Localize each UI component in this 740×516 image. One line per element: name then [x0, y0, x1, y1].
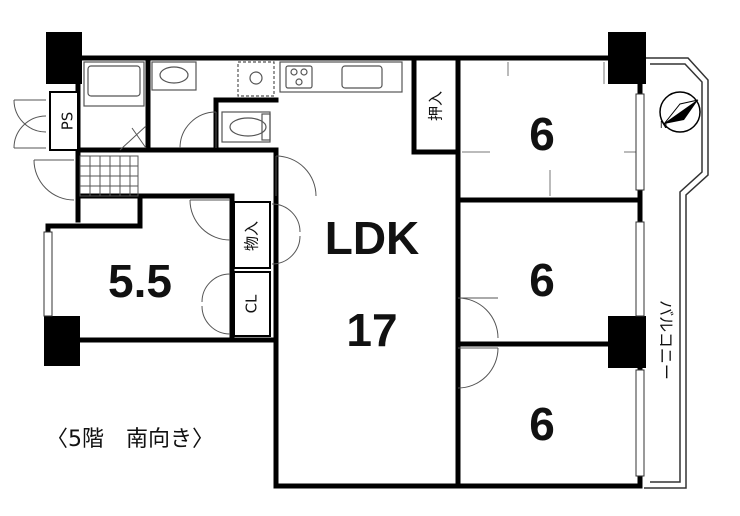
washing-machine: [237, 61, 275, 97]
bathtub: [83, 61, 145, 107]
western-left-size: 5.5: [108, 255, 172, 307]
western-room-door: [189, 199, 231, 241]
cl-door: [201, 273, 231, 335]
floor-caption: 〈5階 南向き〉: [46, 427, 214, 452]
bath-door: [119, 125, 147, 151]
ldk-door: [275, 155, 317, 197]
balcony: [644, 57, 709, 489]
room-top-right-details: [462, 62, 636, 196]
monoire-label: 物入: [243, 221, 261, 251]
entrance-floor: [79, 155, 139, 197]
kitchen-counter: [279, 61, 403, 93]
room-bottom-right-size: 6: [529, 398, 555, 450]
room-top-right-size: 6: [529, 108, 555, 160]
ps-door: [13, 99, 47, 149]
windows: [43, 93, 645, 477]
room-mid-right-size: 6: [529, 254, 555, 306]
compass-north-icon: N: [659, 91, 701, 133]
toilet: [221, 111, 271, 143]
monoire-closet: [233, 201, 271, 269]
entrance-door: [33, 159, 75, 201]
toilet-door: [179, 111, 217, 149]
ps-label: PS: [59, 112, 77, 131]
oshiire-label: 押入: [427, 91, 445, 121]
pillars: [44, 32, 646, 368]
balcony-label: バルコニー: [657, 300, 676, 380]
ldk-label: LDK: [325, 212, 420, 264]
ldk-size: 17: [346, 304, 397, 356]
cl-label: CL: [243, 294, 261, 313]
right-room-doors: [457, 297, 499, 389]
cl-closet: [233, 271, 271, 337]
monoire-door: [271, 203, 301, 265]
ps-box: [49, 91, 79, 151]
svg-text:N: N: [660, 120, 667, 131]
washbasin: [151, 61, 197, 91]
